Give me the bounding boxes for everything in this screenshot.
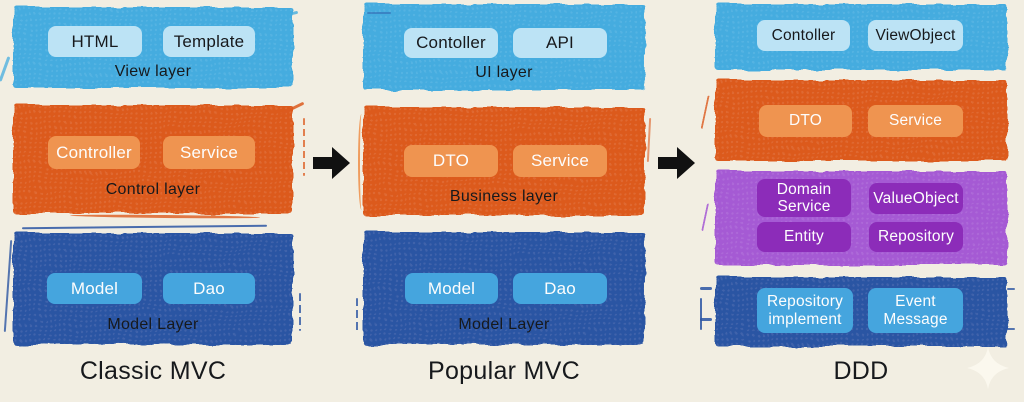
ddd-domain-layer: Domain Service ValueObject Entity Reposi… [715, 171, 1007, 265]
crayon-mark [69, 214, 261, 219]
arrow-head [677, 147, 695, 179]
ddd-event-message-box: Event Message [868, 288, 963, 333]
classic-mvc-caption: Classic MVC [79, 357, 227, 385]
popular-dto-box: DTO [404, 145, 498, 177]
popular-ui-layer-label: UI layer [475, 64, 533, 81]
crayon-mark [303, 118, 305, 176]
crayon-mark [1007, 328, 1015, 330]
popular-model-layer: Model Dao Model Layer [363, 232, 645, 345]
ddd-view-layer: Contoller ViewObject [715, 4, 1007, 70]
classic-view-layer-label: View layer [114, 63, 192, 80]
arrow-shaft [658, 157, 679, 169]
ddd-contoller-box: Contoller [757, 20, 850, 51]
crayon-mark [299, 293, 301, 331]
classic-html-box: HTML [48, 26, 142, 57]
crayon-mark [700, 298, 702, 330]
crayon-mark [700, 287, 712, 290]
popular-dao-box: Dao [513, 273, 607, 304]
popular-business-layer-label: Business layer [449, 188, 559, 205]
ddd-service-box: Service [868, 105, 963, 137]
ddd-dto-box: DTO [759, 105, 852, 137]
classic-control-layer-label: Control layer [105, 181, 201, 198]
ddd-viewobject-box: ViewObject [868, 20, 963, 51]
arrow-right-icon [658, 147, 695, 179]
crayon-mark [21, 224, 268, 230]
ddd-entity-box: Entity [757, 222, 851, 252]
ddd-repository-implement-box: Repository implement [757, 288, 853, 333]
ddd-domain-service-box: Domain Service [757, 179, 851, 217]
crayon-mark [3, 240, 13, 332]
sparkle-icon [967, 347, 1009, 389]
ddd-repository-box: Repository [869, 222, 963, 252]
popular-api-box: API [513, 28, 607, 58]
ddd-infrastructure-layer: Repository implement Event Message [715, 277, 1007, 346]
crayon-mark [0, 56, 11, 82]
classic-model-layer: Model Dao Model Layer [13, 233, 293, 345]
ddd-caption: DDD [833, 357, 889, 385]
classic-view-layer: HTML Template View layer [13, 7, 293, 88]
classic-template-box: Template [163, 26, 255, 57]
crayon-mark [700, 318, 712, 321]
crayon-mark [646, 117, 652, 163]
arrow-right-icon [313, 147, 350, 179]
popular-service-box: Service [513, 145, 607, 177]
popular-model-box: Model [405, 273, 498, 304]
popular-model-layer-label: Model Layer [458, 316, 550, 333]
classic-model-layer-label: Model Layer [107, 316, 199, 333]
popular-contoller-box: Contoller [404, 28, 498, 58]
crayon-mark [1007, 288, 1015, 290]
classic-control-layer: Controller Service Control layer [13, 105, 293, 214]
popular-business-layer: DTO Service Business layer [363, 107, 645, 216]
arrow-head [332, 147, 350, 179]
classic-model-box: Model [47, 273, 142, 304]
classic-controller-box: Controller [48, 136, 140, 169]
ddd-application-layer: DTO Service [715, 80, 1007, 161]
popular-ui-layer: Contoller API UI layer [363, 4, 645, 90]
classic-service-box: Service [163, 136, 255, 169]
crayon-mark [356, 298, 358, 332]
classic-dao-box: Dao [163, 273, 255, 304]
popular-mvc-caption: Popular MVC [428, 357, 580, 385]
arrow-shaft [313, 157, 334, 169]
ddd-valueobject-box: ValueObject [869, 183, 963, 214]
